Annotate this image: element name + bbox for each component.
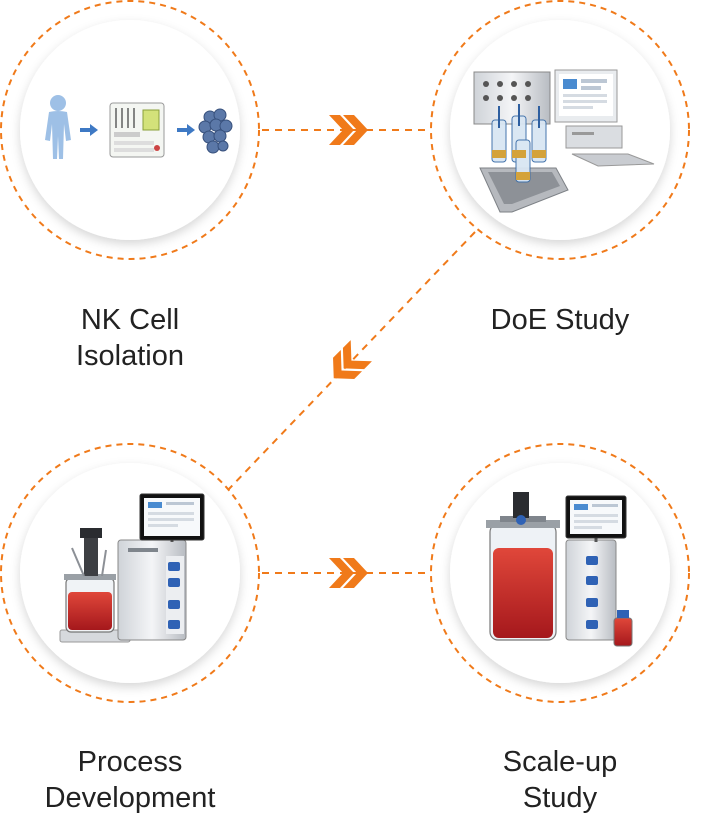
label-line: Study <box>522 782 598 814</box>
chevron-right-icon <box>329 115 368 145</box>
parallel-bioreactor-system-icon <box>473 69 655 213</box>
step-label-scale-up-study: Scale-up Study <box>430 744 690 816</box>
step-label-nk-cell-isolation: NK Cell Isolation <box>0 302 260 374</box>
human-body-icon <box>45 95 71 159</box>
label-line: DoE Study <box>490 304 630 336</box>
step-circle-scale-up-study <box>430 443 690 703</box>
large-bioreactor-icon <box>486 492 633 647</box>
benchtop-bioreactor-icon <box>59 493 205 643</box>
connector-lines <box>227 129 476 574</box>
chevron-down-left-icon <box>333 340 372 379</box>
step-label-process-development: Process Development <box>0 744 260 816</box>
label-line: Scale-up <box>502 746 618 778</box>
step-label-doe-study: DoE Study <box>430 302 690 338</box>
label-line: Isolation <box>75 340 184 372</box>
label-line: NK Cell <box>80 304 180 336</box>
nk-cell-cluster-icon <box>198 108 233 154</box>
chevron-right-icon <box>329 558 368 588</box>
step-circle-doe-study <box>430 0 690 260</box>
arrow-right-icon <box>80 124 98 136</box>
step-circle-process-development <box>0 443 260 703</box>
step-circle-nk-cell-isolation <box>0 0 260 260</box>
isolation-device-icon <box>109 102 165 158</box>
arrow-right-icon <box>177 124 195 136</box>
label-line: Development <box>44 782 216 814</box>
label-line: Process <box>77 746 183 778</box>
